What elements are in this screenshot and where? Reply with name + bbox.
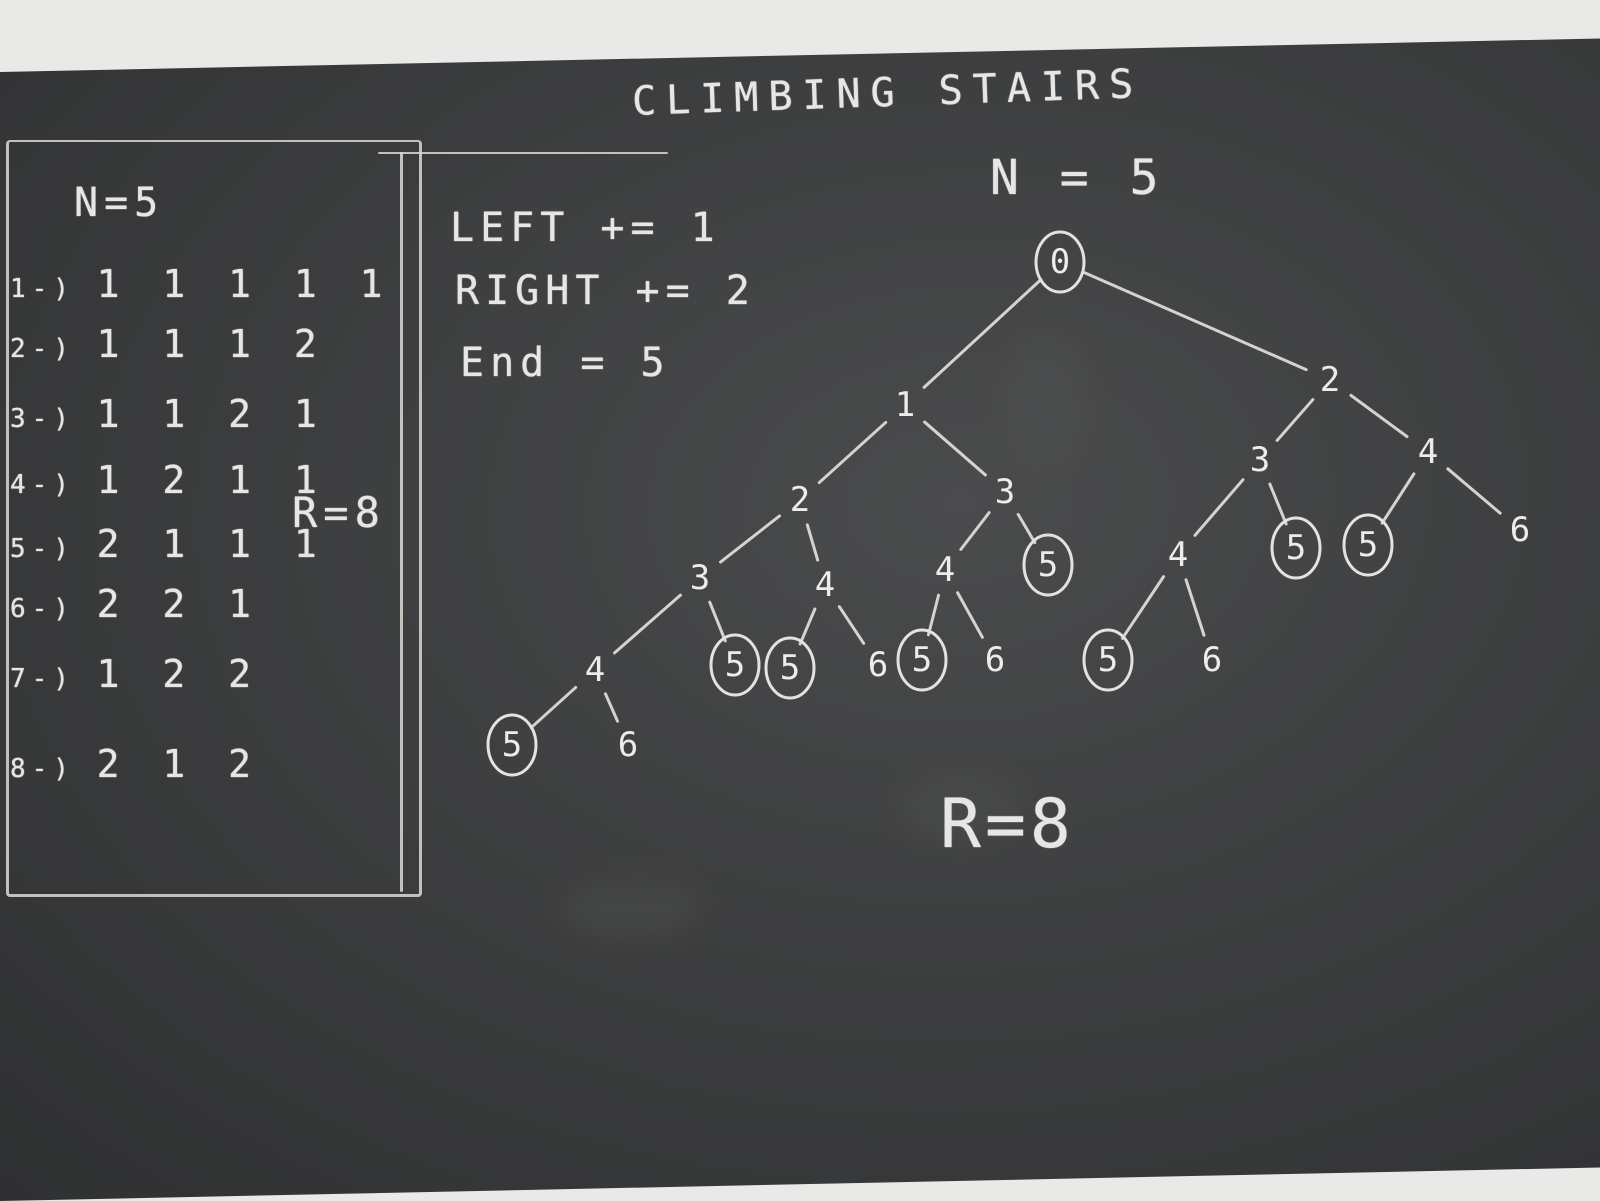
tree-node-label: 3 <box>690 558 710 598</box>
tree-edge <box>1275 398 1315 442</box>
steps-row-values: 1 1 1 1 1 <box>96 262 393 306</box>
tree-edge <box>613 593 682 655</box>
steps-row-values: 1 1 2 1 <box>96 392 327 436</box>
steps-row-index: 1-) <box>10 274 97 304</box>
tree-node-terminal-circle <box>1270 516 1322 580</box>
steps-row-values: 2 2 1 <box>96 582 262 626</box>
steps-row: 6-) 2 2 1 <box>10 582 261 626</box>
rules-frame-top <box>378 152 668 154</box>
rule-end: End = 5 <box>460 340 671 386</box>
tree-node-label: 0 <box>1050 242 1070 282</box>
tree-result: R=8 <box>940 785 1075 864</box>
steps-row: 8-) 2 1 2 <box>10 742 261 786</box>
steps-list-frame <box>6 140 422 897</box>
tree-edge <box>1184 578 1206 637</box>
tree-edge <box>1446 467 1502 515</box>
tree-node-terminal-circle <box>764 636 816 700</box>
tree-node-label: 6 <box>1202 640 1222 680</box>
tree-edge <box>956 591 984 639</box>
tree-node-label: 5 <box>1098 640 1118 680</box>
steps-row-values: 2 1 1 1 <box>96 522 327 566</box>
steps-row-index: 6-) <box>10 594 97 624</box>
steps-row-index: 4-) <box>10 470 97 500</box>
tree-node-terminal-circle <box>709 633 761 697</box>
rule-left: LEFT += 1 <box>450 205 721 251</box>
tree-node-terminal-circle <box>1082 628 1134 692</box>
left-result: R=8 <box>292 488 386 537</box>
steps-row-values: 2 1 2 <box>96 742 262 786</box>
tree-node-label: 5 <box>1286 528 1306 568</box>
steps-row-index: 2-) <box>10 334 97 364</box>
tree-edge <box>719 514 781 564</box>
tree-node-terminal-circle <box>486 713 538 777</box>
left-n-label: N=5 <box>74 180 165 226</box>
tree-node-label: 3 <box>1250 440 1270 480</box>
tree-n-label: N = 5 <box>990 150 1165 206</box>
rule-right: RIGHT += 2 <box>455 268 756 314</box>
tree-edge <box>817 420 888 485</box>
tree-edge <box>798 607 817 646</box>
tree-node-terminal-circle <box>1034 230 1086 294</box>
steps-row-values: 1 2 1 1 <box>96 458 327 502</box>
tree-edge <box>1193 478 1245 537</box>
rules-frame-divider <box>400 152 403 892</box>
tree-edge <box>837 605 866 645</box>
tree-node-label: 4 <box>815 565 835 605</box>
steps-row-index: 3-) <box>10 404 97 434</box>
tree-edge <box>1380 472 1416 525</box>
tree-edge <box>805 523 820 562</box>
tree-node-label: 6 <box>1510 510 1530 550</box>
steps-row: 7-) 1 2 2 <box>10 652 261 696</box>
tree-edge <box>603 692 620 723</box>
steps-row: 4-) 1 2 1 1 <box>10 458 327 502</box>
tree-edge <box>1120 575 1166 640</box>
tree-node-label: 4 <box>935 550 955 590</box>
tree-node-terminal-circle <box>1022 533 1074 597</box>
tree-node-label: 2 <box>1320 360 1340 400</box>
tree-node-label: 5 <box>1038 545 1058 585</box>
tree-node-label: 6 <box>985 640 1005 680</box>
tree-edge <box>1349 393 1409 439</box>
tree-node-label: 1 <box>895 385 915 425</box>
steps-row-index: 7-) <box>10 664 97 694</box>
tree-node-label: 4 <box>1168 535 1188 575</box>
tree-edge <box>708 600 727 643</box>
steps-row-index: 5-) <box>10 534 97 564</box>
tree-node-label: 5 <box>912 640 932 680</box>
steps-row-index: 8-) <box>10 754 97 784</box>
tree-edge <box>926 593 941 637</box>
tree-edge <box>1082 270 1308 372</box>
tree-node-label: 5 <box>780 648 800 688</box>
tree-edge <box>922 278 1043 389</box>
steps-row-values: 1 1 1 2 <box>96 322 327 366</box>
tree-edge <box>959 511 991 551</box>
tree-node-label: 6 <box>618 725 638 765</box>
steps-row: 1-) 1 1 1 1 1 <box>10 262 393 306</box>
tree-node-label: 6 <box>868 645 888 685</box>
tree-node-label: 5 <box>725 645 745 685</box>
tree-node-label: 5 <box>502 725 522 765</box>
steps-row: 5-) 2 1 1 1 <box>10 522 327 566</box>
tree-node-label: 3 <box>995 472 1015 512</box>
steps-row-values: 1 2 2 <box>96 652 262 696</box>
tree-node-terminal-circle <box>1342 513 1394 577</box>
tree-node-label: 2 <box>790 480 810 520</box>
tree-edge <box>529 685 578 730</box>
tree-edge <box>923 420 987 477</box>
steps-row: 3-) 1 1 2 1 <box>10 392 327 436</box>
tree-node-label: 5 <box>1358 525 1378 565</box>
tree-node-label: 4 <box>585 650 605 690</box>
tree-node-terminal-circle <box>896 628 948 692</box>
steps-row: 2-) 1 1 1 2 <box>10 322 327 366</box>
tree-edge <box>1268 482 1288 526</box>
tree-edge <box>1016 512 1037 545</box>
tree-node-label: 4 <box>1418 432 1438 472</box>
